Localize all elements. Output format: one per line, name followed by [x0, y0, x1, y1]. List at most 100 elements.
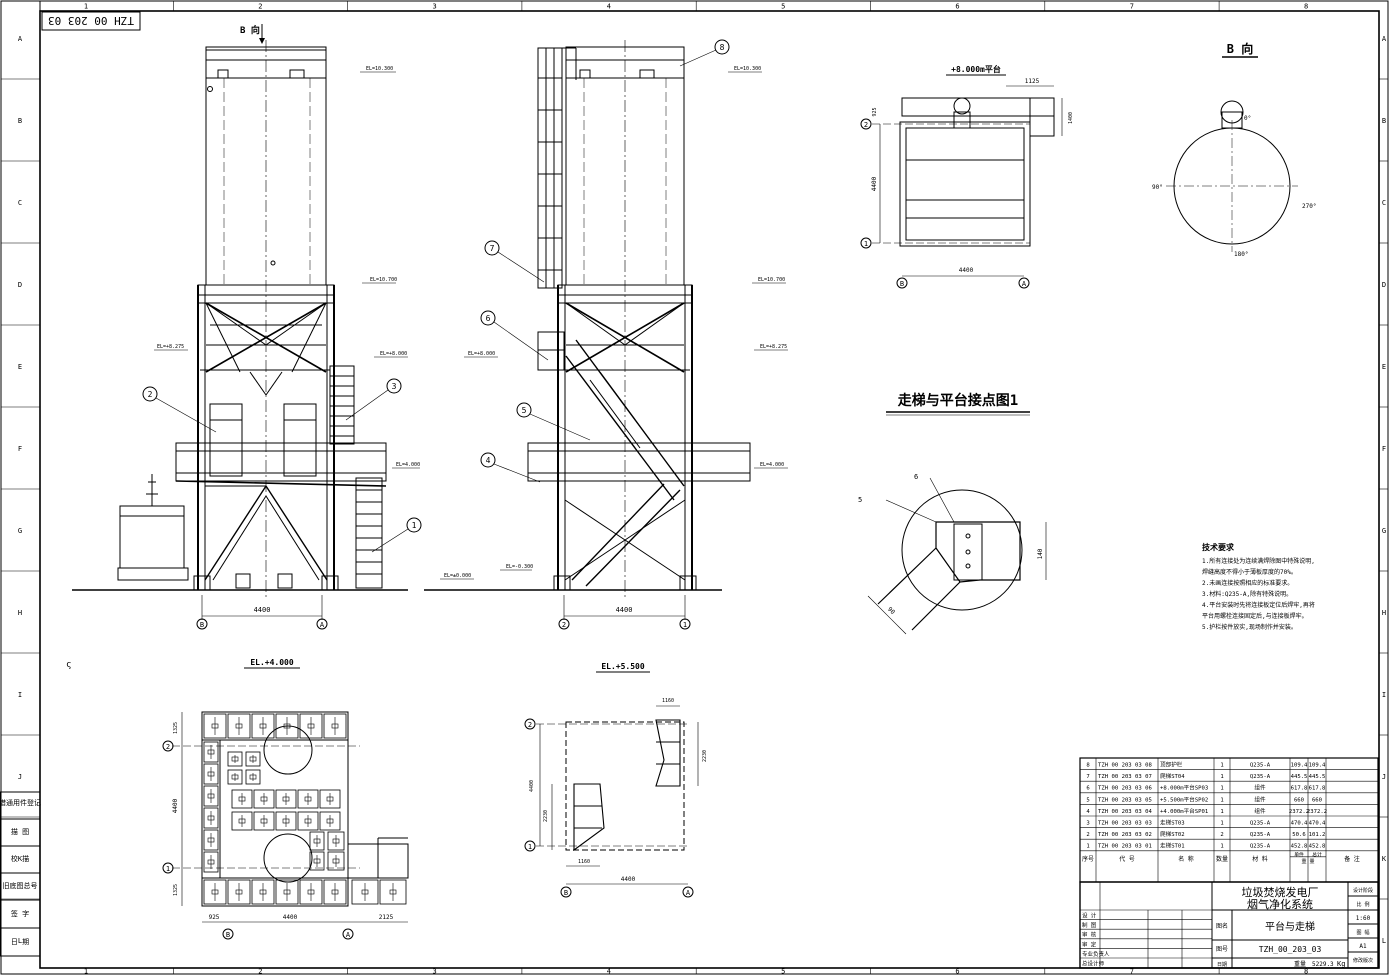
grating-cell: [203, 829, 219, 851]
strip-label-1: 描 图: [11, 827, 29, 836]
side-callout-7: 7: [490, 244, 495, 253]
grid-row-label: K: [1382, 855, 1387, 863]
p400-dim-925: 925: [209, 914, 220, 921]
side-el-2: EL=+8.000: [468, 351, 495, 357]
p800-dim-1400: 1400: [1068, 112, 1074, 124]
front-el-0: EL=10.300: [366, 66, 393, 72]
bom-cell-name: +8.000m平台SP03: [1160, 784, 1208, 792]
bom-cell-mat: Q235-A: [1250, 821, 1271, 827]
side-callout-5: 5: [522, 406, 527, 415]
p550-dim-1160b: 1160: [578, 859, 590, 865]
bom-cell-qty: 1: [1220, 786, 1223, 792]
grating-cell: [323, 879, 347, 905]
bom-cell-unit: 452.8: [1291, 844, 1308, 850]
front-callout-2: 2: [148, 390, 153, 399]
tech-note-6: 5.护栏按件放实,现场制作并安装。: [1202, 623, 1297, 631]
bom-cell-name: +5.500m平台SP02: [1160, 795, 1208, 803]
p400-axis-b: B: [226, 931, 230, 939]
grid-row-label: H: [18, 609, 22, 617]
tb-project2: 烟气净化系统: [1247, 897, 1313, 911]
grid-col-label: 1: [84, 968, 88, 976]
tb-drawing-no: TZH_00_203_03: [1259, 945, 1322, 954]
side-el-1: EL=10.700: [758, 277, 785, 283]
bom-cell-name: 走梯ST03: [1160, 819, 1185, 827]
side-axis-2: 2: [562, 621, 566, 629]
tech-note-4: 4.平台安装时先将连接板定位后焊牢,再将: [1202, 601, 1315, 609]
bom-cell-unit: 617.8: [1291, 786, 1308, 792]
bom-cell-code: TZH 00 203 03 06: [1098, 786, 1152, 792]
p400-dim-1325b: 1325: [173, 884, 179, 896]
grid-col-label: 5: [781, 968, 785, 976]
tb-scale-label: 比 例: [1356, 901, 1369, 908]
bom-cell-total: 2372.2: [1307, 809, 1327, 815]
drawing-id-text: TZH 00 203 03: [48, 14, 134, 27]
p800-dim-4400h: 4400: [959, 267, 974, 274]
plan-400-title: EL.+4.000: [250, 658, 294, 667]
grid-col-label: 3: [432, 3, 436, 11]
side-el-4: EL=4.000: [760, 462, 784, 468]
side-el-5: EL=±0.000: [444, 573, 471, 579]
tb-weight: 5229.3: [1312, 961, 1334, 968]
bom-cell-no: 1: [1086, 844, 1089, 850]
bom-header-cell: 序号: [1082, 855, 1094, 863]
grating-cell: [253, 789, 275, 809]
grid-row-label: F: [1382, 445, 1386, 453]
p800-dim-1125: 1125: [1025, 78, 1040, 85]
front-view: B 向: [72, 24, 422, 630]
grid-col-label: 2: [258, 968, 262, 976]
bom-cell-name: 爬梯ST02: [1160, 830, 1185, 838]
title-block: 垃圾焚烧发电厂 烟气净化系统 图名 平台与走梯 图号 TZH_00_203_03…: [1079, 881, 1379, 969]
grid-row-label: D: [18, 281, 22, 289]
bom-header-weight: 重 量: [1301, 858, 1314, 865]
grating-cell: [203, 713, 227, 739]
bom-cell-no: 2: [1086, 832, 1089, 838]
grid-row-label: J: [1382, 773, 1386, 781]
tb-role-label: 专业负责人: [1082, 950, 1110, 958]
grid-col-label: 6: [955, 968, 959, 976]
bom-header-cell: 材 料: [1252, 855, 1268, 863]
bom-cell-qty: 1: [1220, 844, 1223, 850]
front-view-title: B 向: [240, 24, 260, 36]
grating-cell: [297, 789, 319, 809]
side-callout-4: 4: [486, 456, 491, 465]
bom-cell-no: 3: [1086, 821, 1089, 827]
p800-axis-a: A: [1022, 280, 1027, 288]
bom-cell-code: TZH 00 203 03 01: [1098, 844, 1152, 850]
bom-cell-mat: 组件: [1254, 784, 1266, 792]
grating-cell: [309, 851, 325, 871]
p550-axis-a: A: [686, 889, 691, 897]
grid-col-label: 3: [432, 968, 436, 976]
p800-dim-925: 925: [872, 107, 878, 116]
grid-col-label: 6: [955, 3, 959, 11]
node-dim-90: 90: [886, 606, 896, 616]
grating-cell: [203, 851, 219, 873]
bom-cell-qty: 2: [1220, 832, 1223, 838]
plan-400-grating-cells: [203, 713, 407, 905]
grid-col-label: 8: [1304, 968, 1308, 976]
grating-cell: [297, 811, 319, 831]
bom-cell-mat: Q235-A: [1250, 832, 1271, 838]
bom-header-cell: 总计: [1312, 851, 1322, 858]
front-axis-b: B: [200, 621, 204, 629]
side-dim-4400: 4400: [616, 606, 633, 614]
bom-cell-no: 6: [1086, 786, 1089, 792]
tb-role-label: 设 计: [1082, 912, 1097, 920]
grid-row-label: I: [1382, 691, 1386, 699]
bom-cell-code: TZH 00 203 03 08: [1098, 763, 1153, 769]
grid-col-label: 4: [607, 3, 611, 11]
tech-note-2: 2.未画连接按照相应的标准要求。: [1202, 579, 1293, 587]
bom-cell-mat: 组件: [1254, 807, 1266, 815]
front-el-2: EL=+8.275: [157, 344, 184, 350]
bom-cell-no: 8: [1086, 763, 1090, 769]
tech-note-0: 1.所有连接处为连续满焊除图中特殊说明,: [1202, 557, 1315, 565]
side-callout-8: 8: [720, 43, 725, 52]
node-detail: 走梯与平台接点图1 6 5 140 90: [858, 392, 1047, 635]
p550-axis-1: 1: [528, 843, 532, 851]
bom-cell-unit: 2372.2: [1289, 809, 1309, 815]
tech-note-5: 平台用螺栓连接固定后,与连接板焊牢。: [1202, 612, 1308, 620]
side-el-6: EL=-0.300: [506, 564, 533, 570]
p400-axis-2: 2: [166, 743, 170, 751]
grid-col-label: 8: [1304, 3, 1308, 11]
p550-dim-2230l: 2230: [543, 810, 549, 822]
